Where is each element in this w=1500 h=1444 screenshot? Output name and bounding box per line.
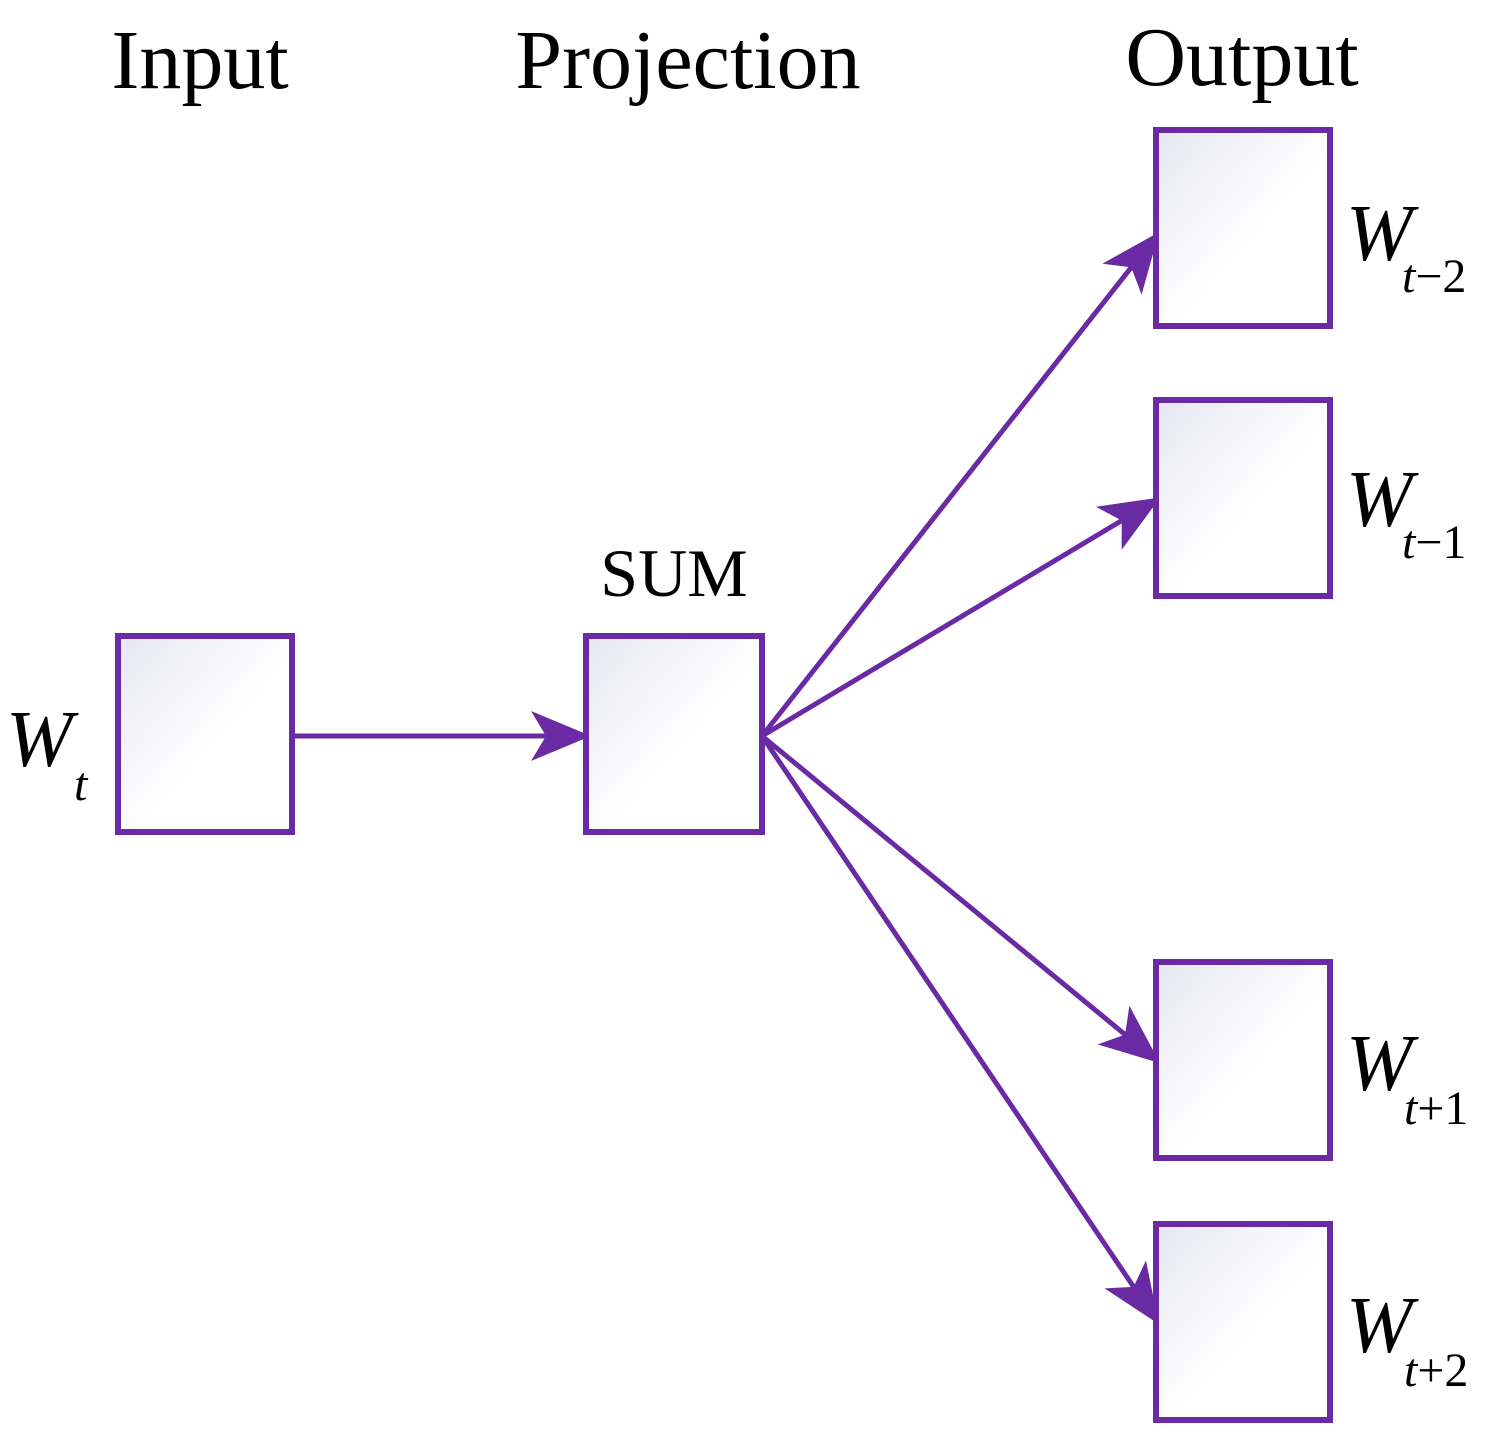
output-node-var: W xyxy=(1346,1282,1419,1370)
arrow-to-output-t-minus-2 xyxy=(760,232,1160,738)
input-header: Input xyxy=(111,14,288,107)
input-node-label: W xyxy=(6,696,79,784)
output-node-box xyxy=(1153,127,1333,329)
subscript-t: t xyxy=(1404,1082,1419,1135)
input-node-box xyxy=(115,633,295,835)
output-node-subscript: t−1 xyxy=(1402,516,1466,569)
output-node-box xyxy=(1153,959,1333,1161)
subscript-offset: +1 xyxy=(1417,1082,1468,1135)
output-node-box xyxy=(1153,1221,1333,1423)
projection-sum-label: SUM xyxy=(600,535,747,611)
output-header: Output xyxy=(1125,11,1358,104)
output-node-t-minus-1: W t−1 xyxy=(1153,397,1466,599)
subscript-t: t xyxy=(1402,250,1417,303)
subscript-offset: −1 xyxy=(1415,516,1466,569)
output-node-t-plus-2: W t+2 xyxy=(1153,1221,1468,1423)
output-node-var: W xyxy=(1346,1020,1419,1108)
projection-node-box xyxy=(583,633,765,835)
subscript-t: t xyxy=(1402,516,1417,569)
output-node-subscript: t+2 xyxy=(1404,1344,1468,1397)
output-node-t-plus-1: W t+1 xyxy=(1153,959,1468,1161)
input-node-subscript: t xyxy=(74,758,89,811)
arrow-to-output-t-plus-2 xyxy=(759,734,1159,1325)
arrows xyxy=(292,232,1161,1325)
arrow-to-output-t-minus-1 xyxy=(760,497,1161,739)
output-node-var: W xyxy=(1346,190,1419,278)
subscript-offset: +2 xyxy=(1417,1344,1468,1397)
arrow-to-output-t-plus-1 xyxy=(760,734,1160,1064)
projection-header: Projection xyxy=(515,14,860,107)
output-node-subscript: t+1 xyxy=(1404,1082,1468,1135)
output-node-box xyxy=(1153,397,1333,599)
subscript-t: t xyxy=(1404,1344,1419,1397)
subscript-offset: −2 xyxy=(1415,250,1466,303)
output-node-subscript: t−2 xyxy=(1402,250,1466,303)
input-node-var: W xyxy=(6,696,79,784)
output-node-var: W xyxy=(1346,456,1419,544)
output-node-t-minus-2: W t−2 xyxy=(1153,127,1466,329)
